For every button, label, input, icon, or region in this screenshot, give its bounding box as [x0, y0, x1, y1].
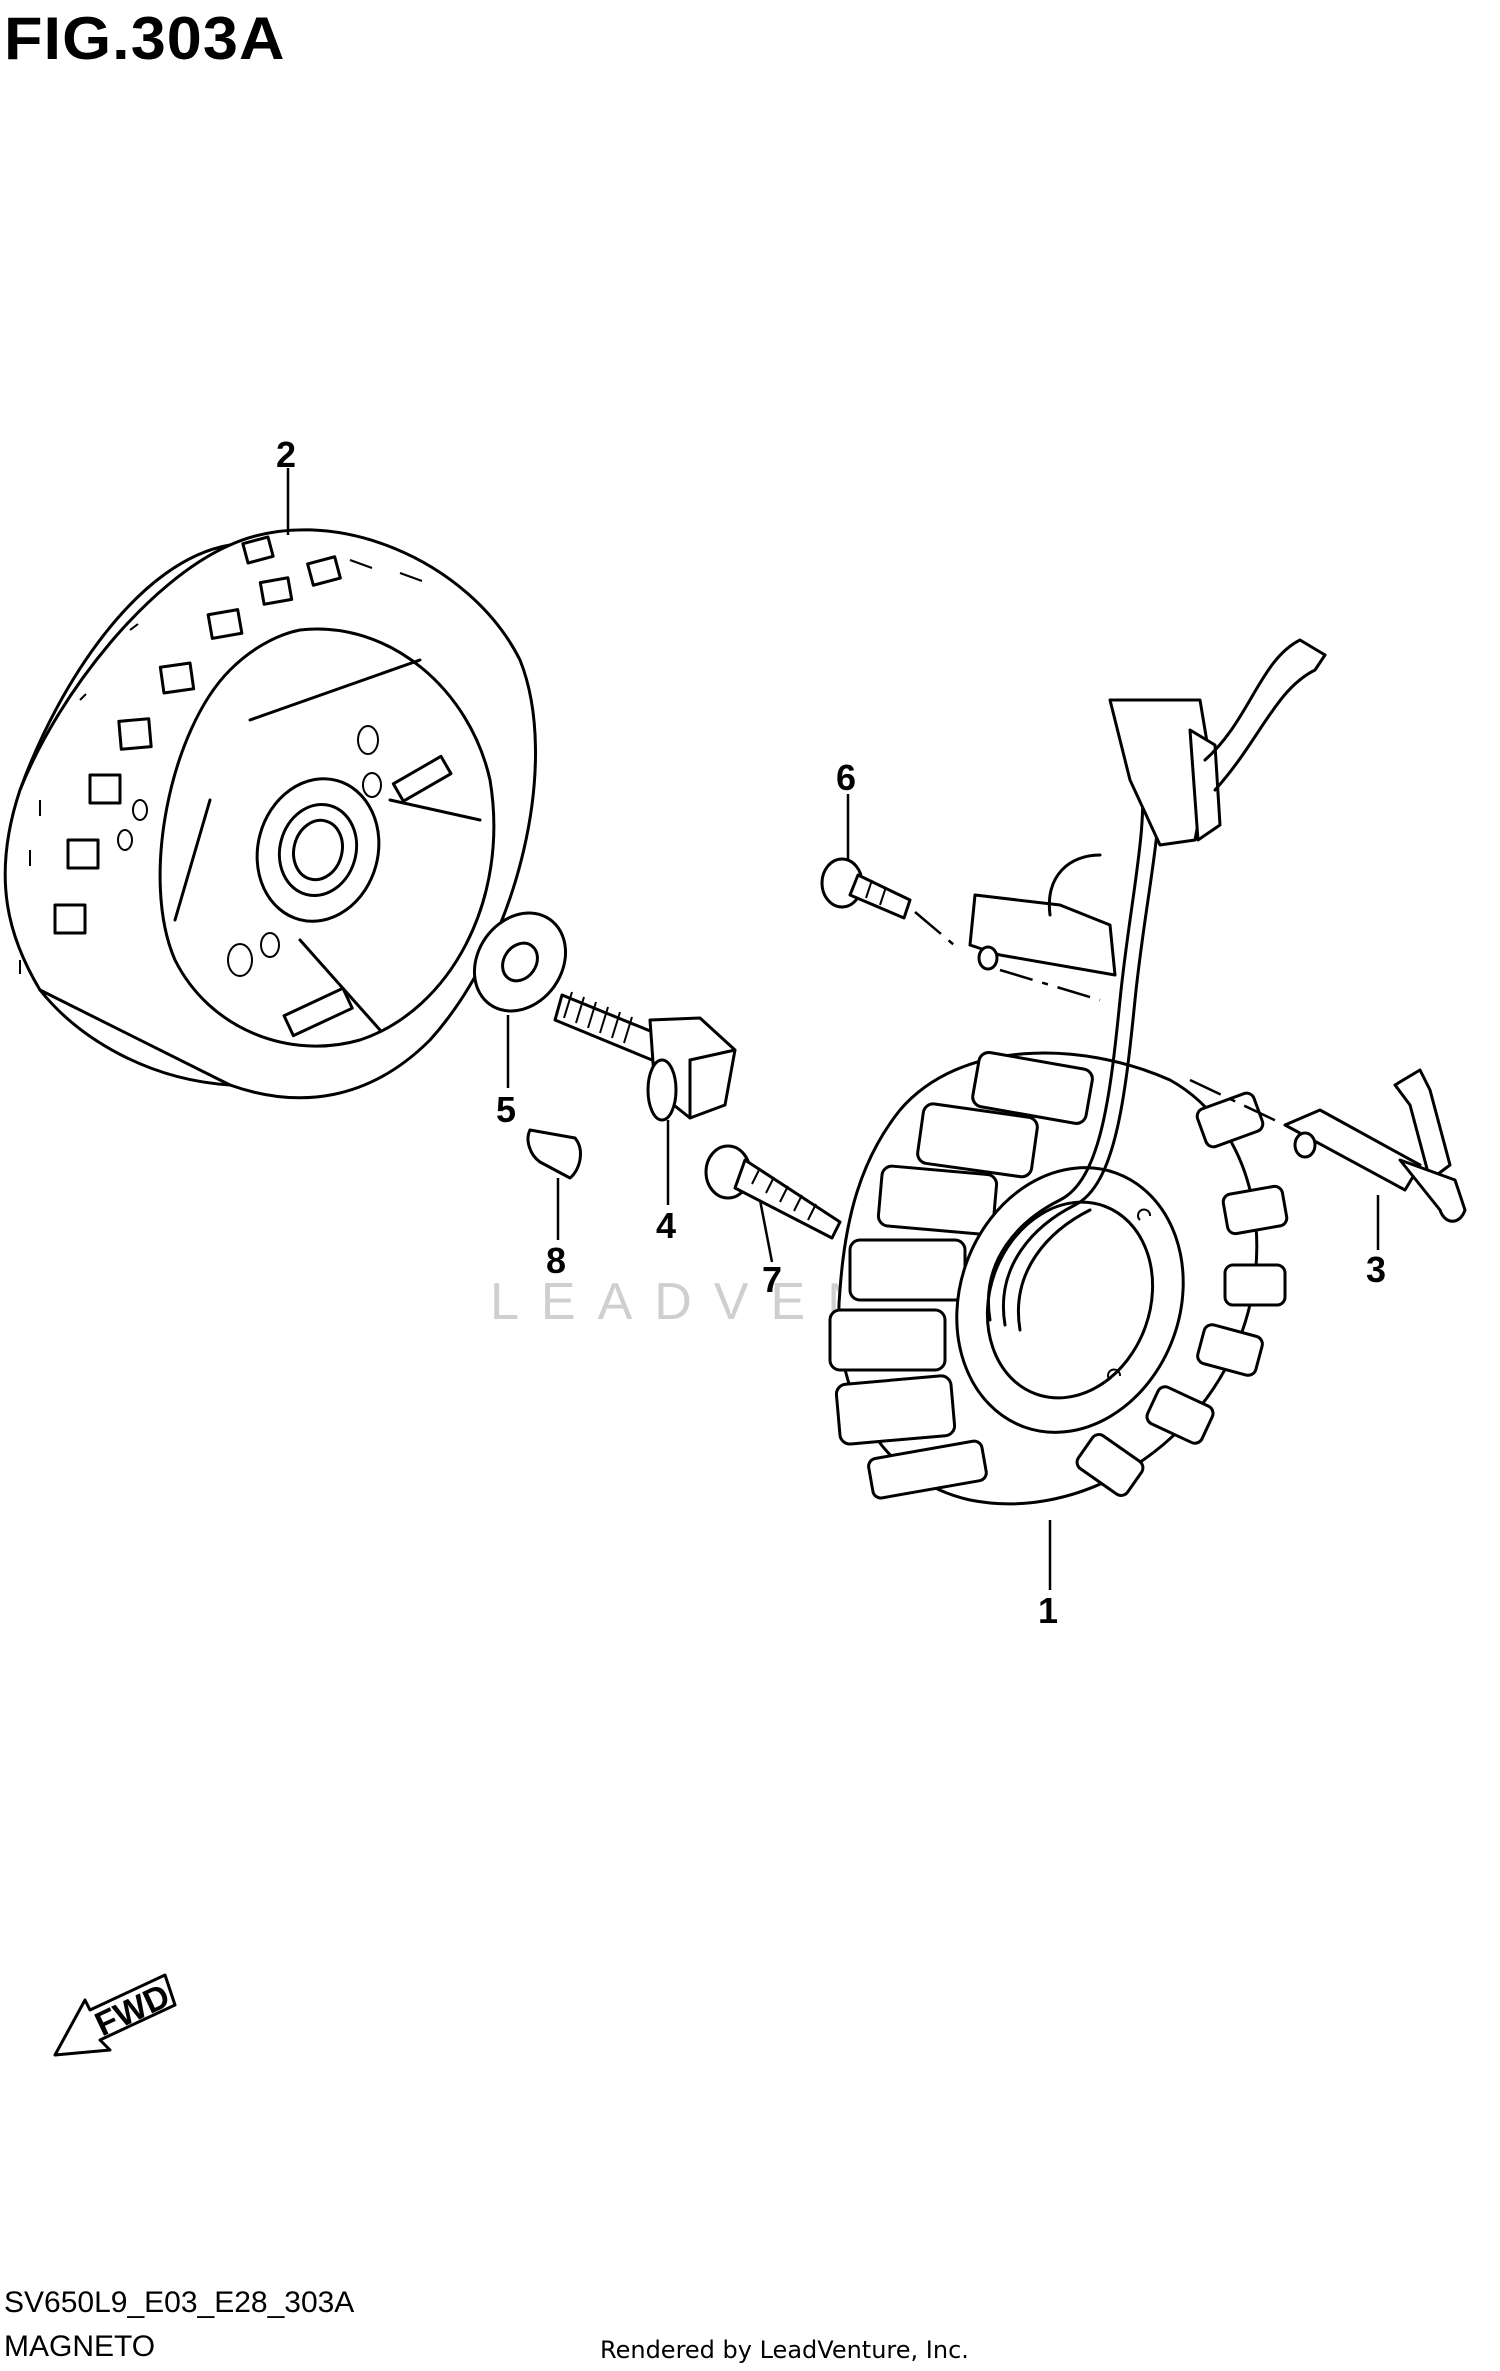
- callout-8: 8: [546, 1240, 566, 1281]
- figure-name: MAGNETO: [4, 2330, 156, 2363]
- render-note: Rendered by LeadVenture, Inc.: [600, 2336, 969, 2364]
- small-bolt-part[interactable]: [820, 857, 961, 951]
- figure-code: SV650L9_E03_E28_303A: [4, 2286, 355, 2319]
- fwd-arrow-icon: FWD: [53, 1973, 177, 2057]
- callout-5: 5: [496, 1089, 516, 1130]
- clamp-part[interactable]: [1189, 1068, 1467, 1223]
- callout-4: 4: [656, 1205, 676, 1246]
- stator-bolt-part[interactable]: [704, 1144, 842, 1240]
- rotor-part[interactable]: [3, 528, 537, 1100]
- key-part[interactable]: [526, 1128, 582, 1180]
- callout-leaders: [286, 468, 1380, 1590]
- callout-7: 7: [762, 1259, 782, 1300]
- stator-part[interactable]: [828, 638, 1327, 1506]
- washer-part[interactable]: [456, 895, 584, 1028]
- callout-3: 3: [1366, 1249, 1386, 1290]
- callout-6: 6: [836, 757, 856, 798]
- callout-1: 1: [1038, 1590, 1058, 1631]
- figure-title: FIG.303A: [4, 5, 286, 72]
- rotor-bolt-part[interactable]: [553, 991, 737, 1122]
- callout-2: 2: [276, 434, 296, 475]
- fwd-label: FWD: [89, 1977, 175, 2044]
